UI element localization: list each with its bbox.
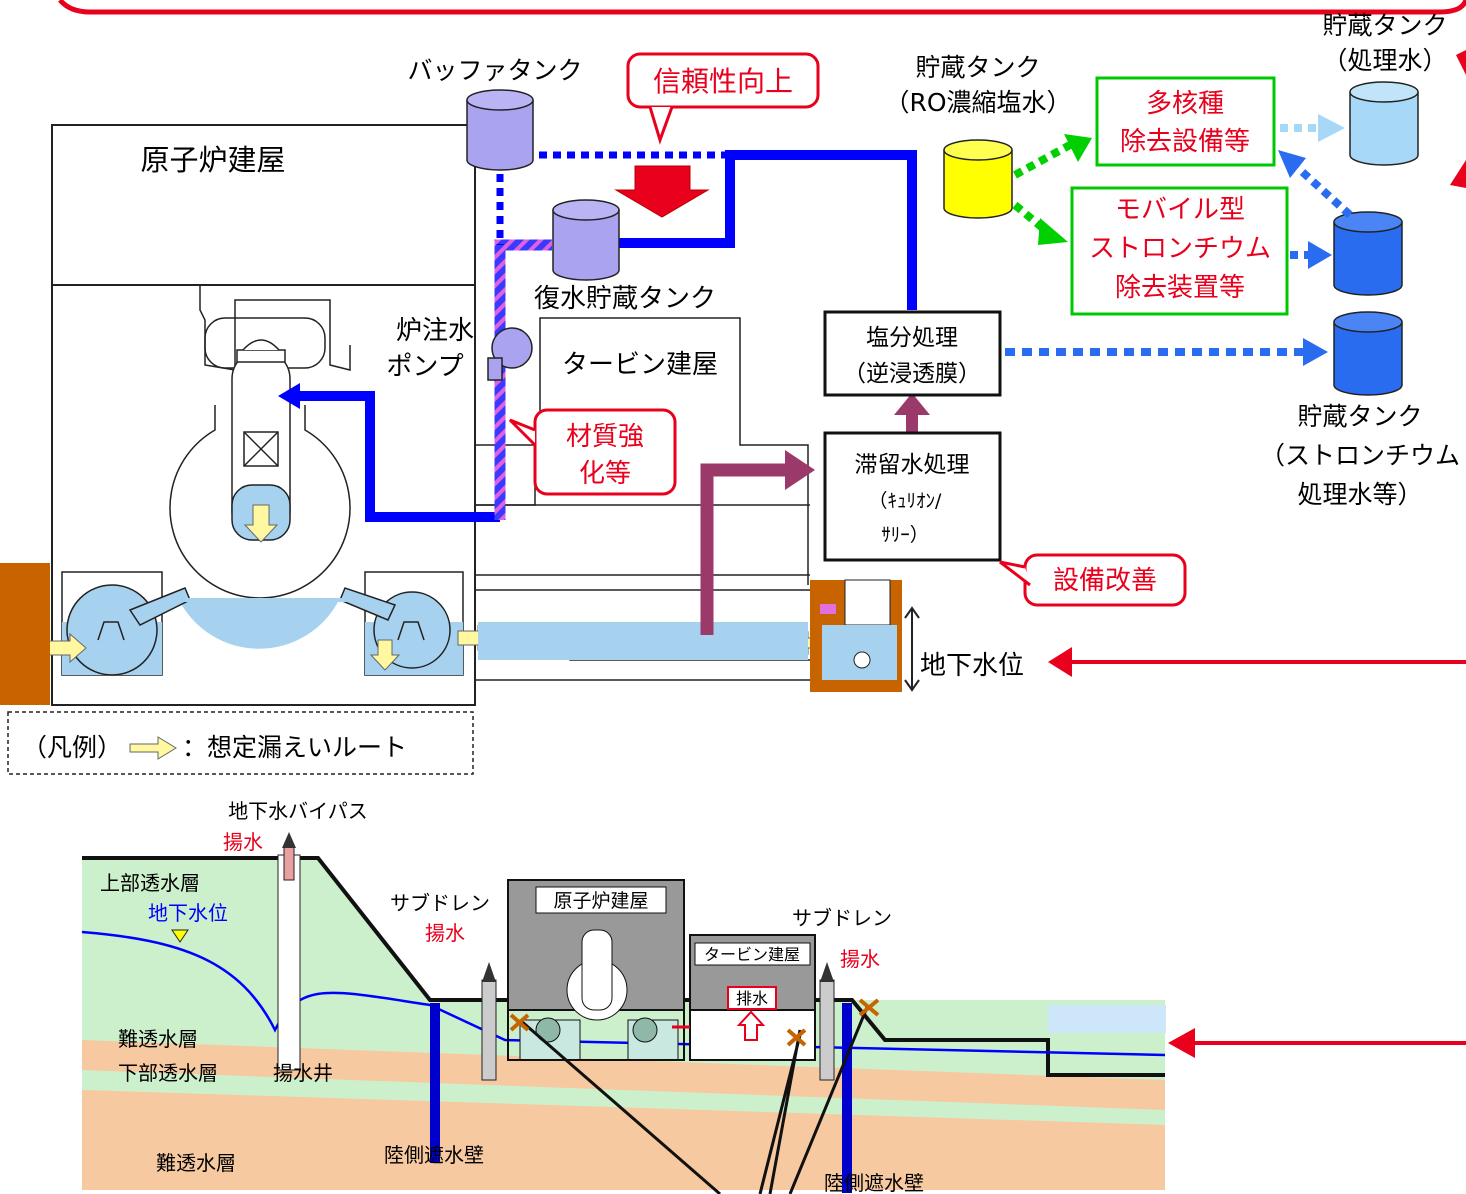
groundwater-arrow [1048, 647, 1072, 677]
landside-wall-label-1: 陸側遮水壁 [384, 1143, 484, 1167]
buffer-tank-label: バッファタンク [407, 56, 582, 85]
pump-label-1: 炉注水 [396, 316, 474, 346]
top-frame-edge [58, 0, 1466, 15]
stagnant-flow-arrow [785, 450, 815, 490]
treated-tank [1349, 81, 1419, 166]
reliability-label: 信頼性向上 [653, 65, 793, 98]
treated-tank-label-2: （処理水） [1322, 46, 1447, 75]
sr-tank-label-1: 貯蔵タンク [1297, 402, 1422, 431]
cross-section [81, 832, 1466, 1194]
mobile-label-2: ストロンチウム [1089, 234, 1271, 264]
sr-tank-label-2: （ストロンチウム [1260, 441, 1460, 470]
sr-tank-label-3: 処理水等） [1297, 480, 1422, 509]
legend-box [7, 711, 474, 775]
facility-label: 設備改善 [1053, 566, 1157, 596]
bypass-label: 地下水バイパス [228, 799, 368, 823]
ro-tank [943, 139, 1013, 219]
pumping-label-1: 揚水 [223, 830, 263, 854]
leak-arrows [41, 504, 831, 671]
section-reactor-label: 原子炉建屋 [553, 890, 648, 912]
condensate-tank [552, 199, 620, 281]
ro-tank-label-2: （RO濃縮塩水） [884, 88, 1071, 117]
mobile-label-3: 除去装置等 [1115, 273, 1245, 303]
buffer-tank [466, 89, 534, 171]
section-turbine-label: タービン建屋 [704, 945, 800, 964]
stagnant-flow-line [700, 463, 790, 635]
alps-label-1: 多核種 [1146, 89, 1224, 119]
low-perm-label-1: 難透水層 [118, 1027, 198, 1051]
facility-callout [999, 553, 1187, 607]
treated-tank-label-1: 貯蔵タンク [1322, 11, 1447, 40]
turbine-building-label: タービン建屋 [562, 350, 718, 380]
ro-tank-label-1: 貯蔵タンク [915, 53, 1040, 82]
legend-arrow-icon [129, 736, 177, 760]
subdrain-pit [810, 579, 920, 692]
reactor-building-label: 原子炉建屋 [140, 143, 285, 177]
reactor-building [51, 124, 476, 706]
condensate-tank-label: 復水貯蔵タンク [534, 284, 716, 314]
reliability-callout [626, 52, 820, 145]
material-label-1: 材質強 [566, 422, 644, 452]
sr-tank-upper [1333, 211, 1403, 296]
low-perm-label-2: 難透水層 [156, 1151, 236, 1175]
stagnant-label-1: 滞留水処理 [855, 452, 970, 478]
pumping-label-2: 揚水 [425, 921, 465, 945]
lower-aquifer-label: 下部透水層 [118, 1061, 218, 1085]
injection-line [298, 391, 500, 522]
ro-to-alps-line [1013, 141, 1072, 179]
alps-label-2: 除去設備等 [1120, 127, 1250, 157]
sr-tank-lower [1333, 311, 1403, 396]
material-label-2: 化等 [579, 459, 631, 489]
stagnant-label-2: （ｷｭﾘｵﾝ/ [869, 490, 943, 512]
stagnant-treatment-box [823, 431, 1002, 562]
salt-label-2: （逆浸透膜） [843, 361, 981, 387]
reliability-arrow [614, 165, 710, 218]
ground-left [0, 563, 50, 705]
mobile-sr-box [1070, 186, 1289, 316]
stagnant-label-3: ｻﾘｰ） [881, 524, 929, 546]
to-salt-arrow [894, 393, 930, 415]
subdrain-right-label: サブドレン [792, 906, 892, 930]
turbine-water [478, 622, 808, 660]
legend-text: ：想定漏えいルート [182, 733, 407, 762]
landside-wall-label-2: 陸側遮水壁 [824, 1171, 924, 1194]
salt-treatment-box [823, 310, 1002, 397]
injection-pump [487, 327, 533, 381]
mobile-label-1: モバイル型 [1115, 195, 1245, 225]
treated-water-line [610, 150, 917, 310]
alps-box [1095, 76, 1276, 167]
pump-label-2: ポンプ [386, 352, 463, 382]
drain-label: 排水 [736, 989, 768, 1008]
pumping-label-3: 揚水 [840, 947, 880, 971]
groundwater-level-label: 地下水位 [920, 651, 1024, 681]
salt-label-1: 塩分処理 [866, 325, 958, 351]
pumping-well-label: 揚水井 [273, 1061, 333, 1085]
material-callout [508, 408, 677, 496]
upper-aquifer-label: 上部透水層 [100, 871, 200, 895]
subdrain-left-label: サブドレン [390, 891, 490, 915]
legend-label: （凡例） [22, 733, 122, 762]
gw-level-label: 地下水位 [148, 901, 228, 925]
